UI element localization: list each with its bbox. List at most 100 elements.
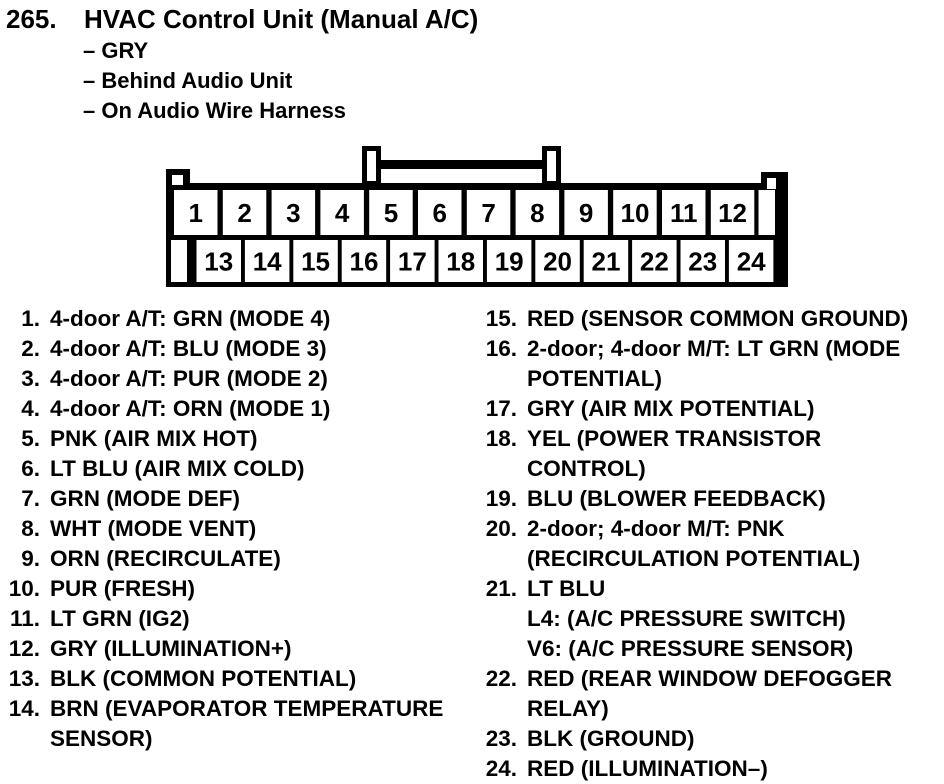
pin-description: LT BLU L4: (A/C PRESSURE SWITCH) V6: (A/C … (527, 574, 943, 664)
connector-pin-number: 22 (640, 247, 669, 277)
pin-description-line: PNK (AIR MIX HOT) (50, 426, 258, 451)
connector-pin-cell (293, 240, 338, 282)
pin-list-item: 11.LT GRN (IG2) (2, 604, 464, 634)
connector-pin-number: 1 (189, 198, 203, 228)
connector-pin-number: 5 (384, 198, 398, 228)
left-notch-hollow (172, 175, 183, 185)
connector-pin-cell (222, 190, 267, 235)
pin-description: LT BLU (AIR MIX COLD) (50, 454, 464, 484)
pin-list-item: 6. LT BLU (AIR MIX COLD) (2, 454, 464, 484)
connector-pin-number: 12 (718, 198, 747, 228)
pin-number: 4. (21, 396, 40, 421)
connector-pin-cell (632, 240, 677, 282)
pin-description-line: BLK (COMMON POTENTIAL) (50, 666, 357, 691)
pin-description-line: 4-door A/T: ORN (MODE 1) (50, 396, 331, 421)
pin-description: BLU (BLOWER FEEDBACK) (527, 484, 943, 514)
pin-number: 24. (485, 756, 517, 781)
connector-attribute-list: – GRY– Behind Audio Unit– On Audio Wire … (83, 36, 346, 126)
pin-number: 7. (21, 486, 40, 511)
pin-description-line: LT BLU (527, 576, 606, 601)
pin-list-item: 1.4-door A/T: GRN (MODE 4) (2, 304, 464, 334)
page-title: 265.HVAC Control Unit (Manual A/C) (6, 4, 478, 34)
pin-list-item: 24. RED (ILLUMINATION–) (479, 754, 943, 784)
pin-number: 16. (485, 336, 517, 361)
pin-list-item: 5.PNK (AIR MIX HOT) (2, 424, 464, 454)
pin-description-line: 4-door A/T: BLU (MODE 3) (50, 336, 327, 361)
pin-number: 10. (8, 576, 40, 601)
connector-pin-number: 21 (591, 247, 620, 277)
connector-pin-cell (662, 190, 706, 235)
connector-pin-cell (244, 240, 290, 282)
pin-list-left-column: 1.4-door A/T: GRN (MODE 4)2.4-door A/T: … (2, 304, 464, 754)
pin-description-line: YEL (POWER TRANSISTOR (527, 426, 822, 451)
pin-number: 9. (21, 546, 40, 571)
connector-pin-number: 6 (433, 198, 447, 228)
pin-description: 4-door A/T: GRN (MODE 4) (50, 304, 464, 334)
pin-description-line: 4-door A/T: GRN (MODE 4) (50, 306, 331, 331)
pin-description-line: SENSOR) (50, 726, 153, 751)
connector-pin-number: 8 (530, 198, 544, 228)
connector-pin-number: 18 (446, 247, 475, 277)
connector-pin-cell (369, 190, 413, 235)
pin-description-line: V6: (A/C PRESSURE SENSOR) (527, 636, 854, 661)
connector-pin-cell (174, 190, 218, 235)
connector-pin-number: 24 (737, 247, 766, 277)
pin-description-line: LT BLU (AIR MIX COLD) (50, 456, 305, 481)
section-number: 265. (6, 4, 57, 34)
pin-list-item: 12. GRY (ILLUMINATION+) (2, 634, 464, 664)
pin-number: 14. (8, 696, 40, 721)
pin-list-right-column: 15.RED (SENSOR COMMON GROUND)16.2-door; … (479, 304, 943, 784)
pin-number: 23. (485, 726, 517, 751)
pin-list-item: 4. 4-door A/T: ORN (MODE 1) (2, 394, 464, 424)
connector-pin-cell (613, 190, 657, 235)
pin-description-line: LT GRN (IG2) (50, 606, 190, 631)
pin-list-item: 9. ORN (RECIRCULATE) (2, 544, 464, 574)
connector-pin-cell (564, 190, 608, 235)
pin-description: WHT (MODE VENT) (50, 514, 464, 544)
connector-pin-number: 16 (349, 247, 378, 277)
pin-description-line: L4: (A/C PRESSURE SWITCH) (527, 606, 846, 631)
connector-pin-cell (418, 190, 462, 235)
pin-number: 6. (21, 456, 40, 481)
connector-pin-number: 10 (620, 198, 649, 228)
pin-description-line: ORN (RECIRCULATE) (50, 546, 281, 571)
connector-pin-cell (466, 190, 511, 235)
connector-pin-cell (710, 190, 755, 235)
pin-list-item: 17.GRY (AIR MIX POTENTIAL) (479, 394, 943, 424)
pin-description: GRN (MODE DEF) (50, 484, 464, 514)
pin-description-line: GRY (AIR MIX POTENTIAL) (527, 396, 815, 421)
connector-pin-number: 9 (579, 198, 593, 228)
connector-pin-cell (271, 190, 316, 235)
connector-pin-number: 7 (481, 198, 495, 228)
pin-number: 21. (485, 576, 517, 601)
pin-description-line: POTENTIAL) (527, 366, 662, 391)
pin-description: ORN (RECIRCULATE) (50, 544, 464, 574)
pin-description: GRY (ILLUMINATION+) (50, 634, 464, 664)
connector-pin-number: 23 (688, 247, 717, 277)
pin-description-line: PUR (FRESH) (50, 576, 195, 601)
pin-number: 22. (485, 666, 517, 691)
pin-number: 8. (21, 516, 40, 541)
pin-description-line: RED (ILLUMINATION–) (527, 756, 768, 781)
pin-description-line: WHT (MODE VENT) (50, 516, 257, 541)
pin-description-line: RED (SENSOR COMMON GROUND) (527, 306, 909, 331)
pin-number: 12. (8, 636, 40, 661)
pin-description: 2-door; 4-door M/T: PNK(RECIRCULATION PO… (527, 514, 943, 574)
pin-description: 4-door A/T: ORN (MODE 1) (50, 394, 464, 424)
connector-pin-number: 11 (670, 198, 698, 228)
connector-pin-number: 20 (543, 247, 572, 277)
pin-list-item: 20.2-door; 4-door M/T: PNK(RECIRCULATION… (479, 514, 943, 574)
connector-pin-cell (196, 240, 241, 282)
pin-list-item: 10. PUR (FRESH) (2, 574, 464, 604)
pin-description-line: GRN (MODE DEF) (50, 486, 240, 511)
connector-pin-cell (680, 240, 725, 282)
pin-description-line: BLK (GROUND) (527, 726, 695, 751)
pin-number: 19. (485, 486, 517, 511)
